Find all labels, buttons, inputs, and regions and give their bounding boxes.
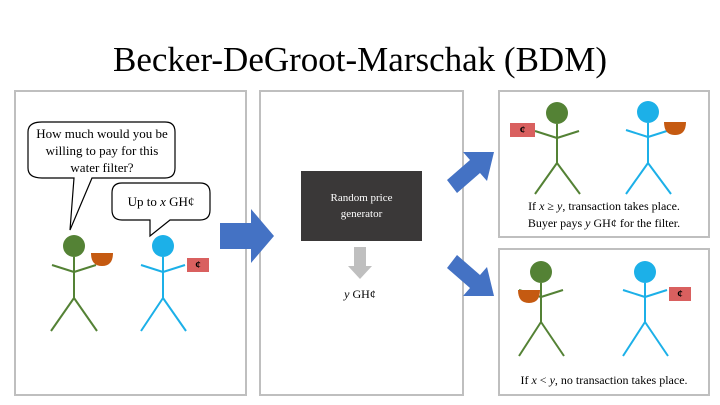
water-filter-icon xyxy=(664,122,686,135)
price-tag-icon: ¢ xyxy=(510,123,535,137)
x-variable: x xyxy=(531,373,537,387)
buyer-figure-left xyxy=(50,235,98,332)
text-segment: < xyxy=(536,373,550,387)
text-segment: ≥ xyxy=(544,199,557,213)
question-speech-bubble xyxy=(27,121,176,231)
buyer-figure-transaction xyxy=(534,102,581,195)
buyer-figure-no-transaction xyxy=(518,261,565,357)
answer-speech-bubble xyxy=(111,182,211,238)
text-segment: Buyer pays xyxy=(527,216,586,230)
no-transaction-condition-text: If x < y, no transaction takes place. xyxy=(500,372,708,389)
text-segment: , transaction takes place. xyxy=(562,199,680,213)
text-segment: GH¢ for the filter. xyxy=(590,216,681,230)
answer-prefix: Up to xyxy=(127,194,161,209)
text-segment: , no transaction takes place. xyxy=(554,373,688,387)
answer-suffix: GH¢ xyxy=(165,194,195,209)
arrow-to-transaction xyxy=(447,152,494,193)
water-filter-icon xyxy=(518,290,540,303)
y-variable: y xyxy=(549,373,555,387)
page-title: Becker-DeGroot-Marschak (BDM) xyxy=(113,40,607,79)
price-variable: y xyxy=(344,287,350,301)
answer-bubble-text: Up to x GH¢ xyxy=(114,193,208,210)
transaction-condition-text: If x ≥ y, transaction takes place. xyxy=(500,198,708,215)
question-bubble-text: How much would you be willing to pay for… xyxy=(36,126,168,175)
text-segment: If xyxy=(528,199,540,213)
price-unit: GH¢ xyxy=(349,287,376,301)
answer-variable: x xyxy=(160,194,166,209)
x-variable: x xyxy=(539,199,545,213)
seller-figure-no-transaction xyxy=(622,261,669,357)
water-filter-icon xyxy=(91,253,113,266)
down-arrow-icon xyxy=(348,247,372,279)
y-variable: y xyxy=(556,199,563,213)
price-tag-icon: ¢ xyxy=(187,258,209,272)
seller-figure-transaction xyxy=(625,101,672,195)
text-segment: If xyxy=(520,373,532,387)
random-price-label: y GH¢ xyxy=(320,286,400,303)
y-variable: y xyxy=(585,216,591,230)
buyer-pays-text: Buyer pays y GH¢ for the filter. xyxy=(500,215,708,232)
arrow-to-generator xyxy=(220,209,274,263)
arrow-to-no-transaction xyxy=(447,255,494,296)
price-tag-icon: ¢ xyxy=(669,287,691,301)
panel-transaction-outcome xyxy=(498,90,710,238)
random-price-generator: Random price generator xyxy=(301,171,422,241)
seller-figure-left xyxy=(140,235,187,332)
panel-price-generation xyxy=(259,90,464,396)
